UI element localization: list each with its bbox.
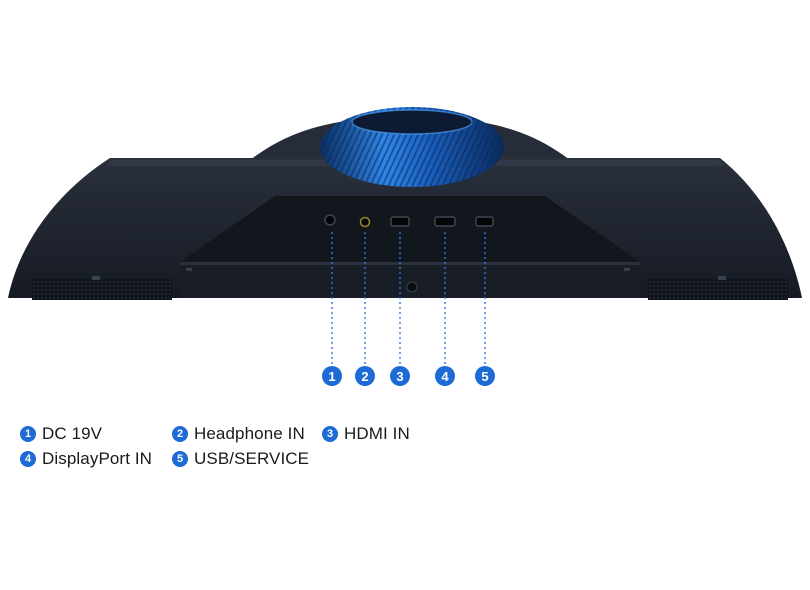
callout-2: 2 xyxy=(355,366,375,386)
port-displayport xyxy=(434,216,456,227)
number-badge: 4 xyxy=(20,451,36,467)
legend-item-2: 2 Headphone IN xyxy=(172,424,305,444)
left-vent xyxy=(32,278,172,300)
callout-5: 5 xyxy=(475,366,495,386)
legend-label: HDMI IN xyxy=(344,424,410,443)
stand-ring xyxy=(320,107,504,187)
port-headphone xyxy=(359,216,371,228)
svg-text:1: 1 xyxy=(328,369,335,384)
callout-3: 3 xyxy=(390,366,410,386)
svg-text:4: 4 xyxy=(441,369,449,384)
port-dc xyxy=(324,214,336,226)
number-badge: 3 xyxy=(322,426,338,442)
callout-1: 1 xyxy=(322,366,342,386)
svg-text:5: 5 xyxy=(481,369,488,384)
legend-label: USB/SERVICE xyxy=(194,449,310,468)
monitor-rear-image: 1 2 3 4 5 xyxy=(8,107,802,386)
legend-item-3: 3 HDMI IN xyxy=(322,424,410,444)
legend-label: DC 19V xyxy=(42,424,103,443)
svg-text:3: 3 xyxy=(396,369,403,384)
number-badge: 1 xyxy=(20,426,36,442)
callout-4: 4 xyxy=(435,366,455,386)
right-vent xyxy=(648,278,788,300)
legend-label: Headphone IN xyxy=(194,424,305,443)
legend-item-4: 4 DisplayPort IN xyxy=(20,449,152,469)
port-hdmi xyxy=(390,216,410,227)
svg-text:2: 2 xyxy=(361,369,368,384)
number-badge: 2 xyxy=(172,426,188,442)
port-usb xyxy=(475,216,494,227)
number-badge: 5 xyxy=(172,451,188,467)
legend-label: DisplayPort IN xyxy=(42,449,153,468)
legend-item-1: 1 DC 19V xyxy=(20,424,102,444)
legend-item-5: 5 USB/SERVICE xyxy=(172,449,309,469)
port-panel xyxy=(180,196,640,262)
